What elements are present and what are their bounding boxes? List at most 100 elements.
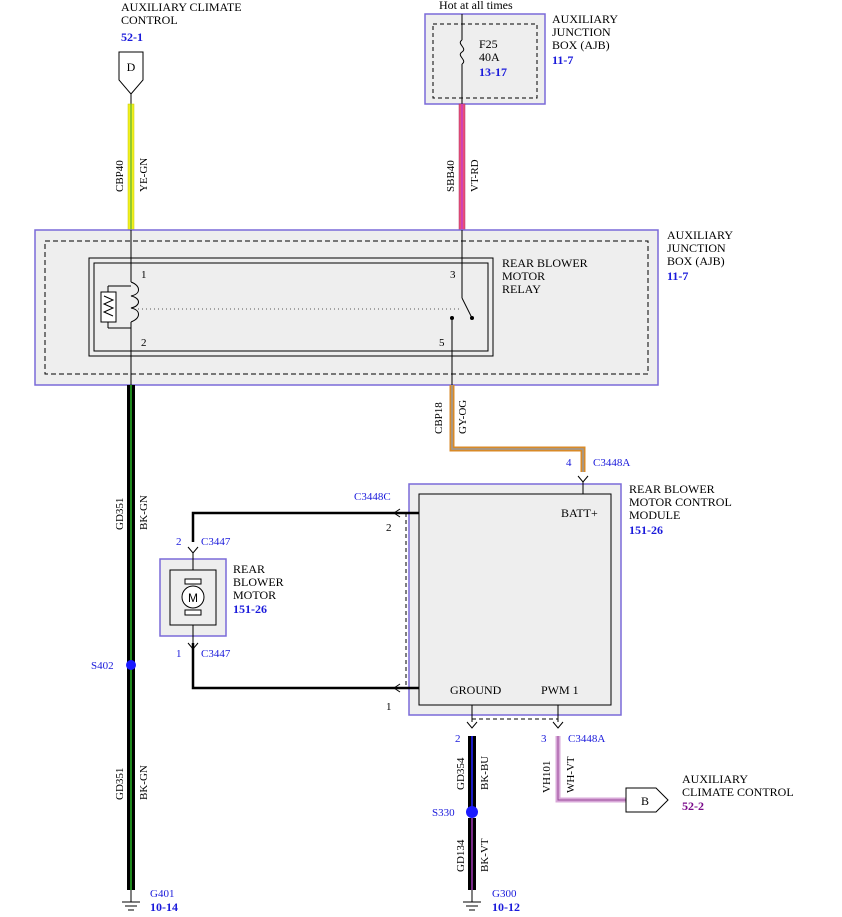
fuse-box-title-line3: BOX (AJB): [552, 38, 610, 52]
relay-outer: [88, 257, 494, 357]
cbp18-color-label: GY-OG: [457, 400, 469, 434]
gd134-color-label: BK-VT: [479, 838, 491, 872]
ajb-main-box: AUXILIARY JUNCTION BOX (AJB) 11-7 REAR B…: [34, 228, 733, 386]
motor-symbol: M: [188, 591, 198, 605]
hot-at-all-times-label: Hot at all times: [439, 0, 513, 12]
ground-g401: G401: [150, 888, 174, 900]
fuse-icon: [459, 39, 465, 65]
module-ref: 151-26: [629, 523, 663, 537]
fuse-box-outline: [424, 13, 546, 105]
splice-s402: S402: [91, 660, 114, 672]
c3447-pin2-arrow-icon: [187, 546, 199, 554]
c3447-top-connector: C3447: [201, 536, 231, 548]
fuse-box-title-line2: JUNCTION: [552, 25, 611, 39]
gd351-lower-circuit-label: GD351: [114, 768, 126, 800]
gd351-circuit-label: GD351: [114, 498, 126, 530]
gd354-color-label: BK-BU: [479, 756, 491, 790]
c3447-bottom-connector: C3447: [201, 648, 231, 660]
ajb-fuse-box: Hot at all times F25 40A 13-17 AUXILIARY…: [424, 0, 618, 105]
c3447-pin1: 1: [176, 648, 182, 660]
relay-inner: [93, 262, 489, 352]
relay-title-line3: RELAY: [502, 282, 541, 296]
ajb-main-title-line2: JUNCTION: [667, 241, 726, 255]
relay-coil-icon: [130, 281, 139, 323]
wire-vh101: 3 C3448A VH101 WH-VT B AUXILIARY CLIMATE…: [541, 705, 794, 813]
acc-top-title-line2: CONTROL: [121, 13, 178, 27]
module-outline: [408, 483, 622, 716]
splice-s330-dot: [466, 806, 478, 818]
aux-climate-control-top: AUXILIARY CLIMATE CONTROL 52-1 D: [118, 0, 242, 95]
cbp18-circuit-label: CBP18: [433, 402, 445, 434]
module-title-line2: MOTOR CONTROL: [629, 495, 732, 509]
ground-g300-ref: 10-12: [492, 900, 520, 914]
c3448a-pin3-arrow-icon: [552, 721, 564, 729]
module-batt-label: BATT+: [561, 506, 598, 520]
sbb40-circuit-label: SBB40: [445, 160, 457, 192]
gd134-circuit-label: GD134: [455, 839, 467, 872]
fuse-box-title-line1: AUXILIARY: [552, 12, 618, 26]
module-title-line3: MODULE: [629, 508, 680, 522]
gd351-lower-color-label: BK-GN: [138, 765, 150, 800]
gd351-color-label: BK-GN: [138, 495, 150, 530]
ajb-main-ref: 11-7: [667, 269, 688, 283]
c3448c-pin1: 1: [386, 701, 392, 713]
acc-top-ref: 52-1: [121, 30, 143, 44]
fuse-name: F25: [479, 37, 498, 51]
c3448a-pin2-arrow-icon: [466, 721, 478, 729]
vh101-circuit-label: VH101: [541, 761, 553, 793]
relay-pin-3: 3: [450, 269, 456, 281]
connector-b-icon: [625, 787, 669, 813]
c3447-pin2: 2: [176, 536, 182, 548]
relay-switch-icon: [461, 297, 473, 319]
fuse-box-ref: 11-7: [552, 53, 573, 67]
c3448c-connector: C3448C: [354, 491, 391, 503]
relay-pin-2: 2: [141, 337, 147, 349]
splice-s330: S330: [432, 807, 455, 819]
fuse-box-inner-dashed: [432, 23, 538, 99]
cbp40-circuit-label: CBP40: [114, 160, 126, 192]
vh101-color-label: WH-VT: [565, 756, 577, 793]
motor-title-line1: REAR: [233, 562, 265, 576]
acc-top-title-line1: AUXILIARY CLIMATE: [121, 0, 242, 14]
relay-title-line2: MOTOR: [502, 269, 545, 283]
sbb40-color-label: VT-RD: [469, 159, 481, 192]
motor-ref: 151-26: [233, 602, 267, 616]
c3448a-pin4: 4: [566, 457, 572, 469]
wire-cbp18: CBP18 GY-OG 4 C3448A: [433, 385, 630, 483]
c3448c-pin2-arrow-icon: [393, 508, 401, 518]
c3448c-pin2: 2: [386, 522, 392, 534]
ground-g401-ref: 10-14: [150, 900, 178, 914]
motor-wires: C3448C 2 1: [191, 491, 419, 713]
wire-gd351: GD351 BK-GN GD351 BK-GN S402 G401 10-14: [91, 385, 178, 914]
module-ground-label: GROUND: [450, 683, 502, 697]
ground-g300: G300: [492, 888, 517, 900]
motor-title-line3: MOTOR: [233, 588, 276, 602]
fuse-ref: 13-17: [479, 65, 507, 79]
acc-bottom-ref: 52-2: [682, 799, 704, 813]
acc-bottom-title-line1: AUXILIARY: [682, 772, 748, 786]
relay-title-line1: REAR BLOWER: [502, 256, 588, 270]
connector-d-letter: D: [127, 60, 136, 74]
module-title-line1: REAR BLOWER: [629, 482, 715, 496]
c3447-pin1-arrow-icon: [187, 642, 199, 650]
acc-bottom-title-line2: CLIMATE CONTROL: [682, 785, 794, 799]
c3448a-pin3: 3: [541, 733, 547, 745]
gd354-circuit-label: GD354: [455, 757, 467, 790]
ajb-main-title-line3: BOX (AJB): [667, 254, 725, 268]
c3448a-pin2: 2: [455, 733, 461, 745]
motor-icon: [181, 585, 205, 609]
rear-blower-motor-control-module: REAR BLOWER MOTOR CONTROL MODULE 151-26 …: [405, 482, 732, 720]
c3448a-pin4-arrow-icon: [577, 475, 589, 483]
relay-diode-box: [100, 291, 117, 323]
relay-resistor-icon: [102, 295, 115, 317]
fuse-rating: 40A: [479, 50, 500, 64]
wire-sbb40: SBB40 VT-RD: [445, 103, 481, 231]
wire-gd354-gd134: 2 GD354 BK-BU S330 GD134 BK-VT G300 10-1…: [432, 705, 520, 914]
motor-title-line2: BLOWER: [233, 575, 284, 589]
c3448a-bottom-connector: C3448A: [568, 733, 605, 745]
relay-pin-1: 1: [141, 269, 147, 281]
connector-b-letter: B: [641, 794, 649, 808]
cbp40-color-label: YE-GN: [138, 158, 150, 192]
